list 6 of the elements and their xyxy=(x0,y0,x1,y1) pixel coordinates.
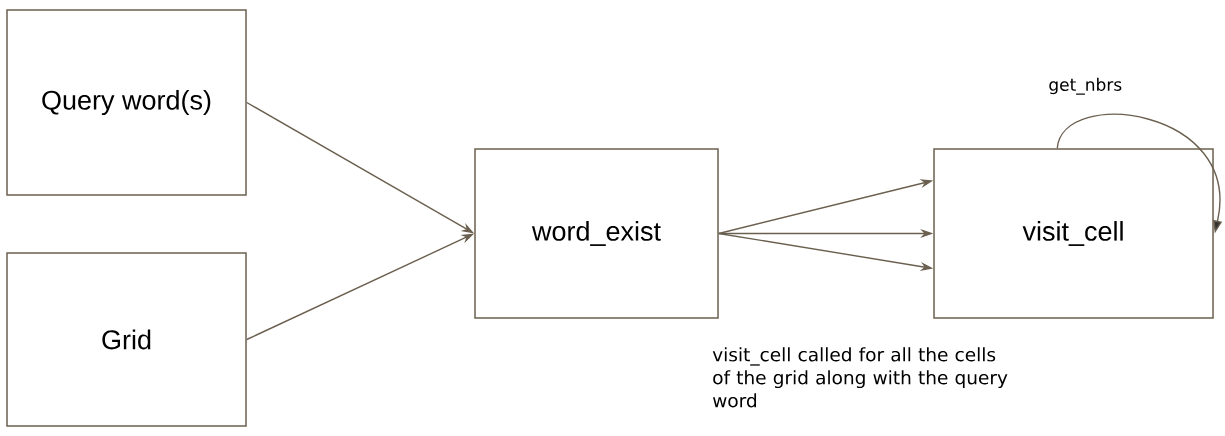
process-box: visit_cell xyxy=(933,148,1214,319)
edge-label: get_nbrs xyxy=(1049,77,1122,95)
note-text: visit_cell called for all the cells of the grid along with the query word xyxy=(712,347,1008,408)
process-box: word_exist xyxy=(474,148,719,319)
process-box: Query word(s) xyxy=(6,9,247,196)
process-box: Grid xyxy=(6,252,247,427)
